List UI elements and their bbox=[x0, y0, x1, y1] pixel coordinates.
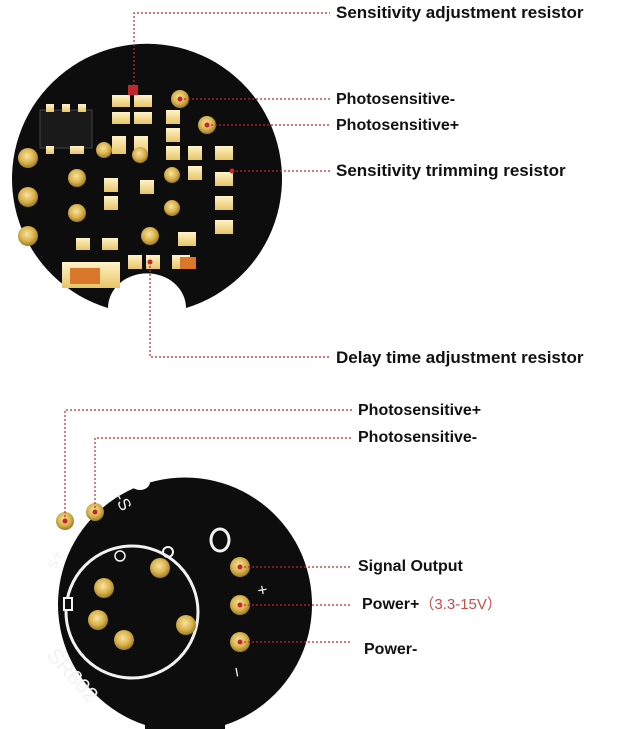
pir-pad-5 bbox=[176, 615, 196, 635]
label-delay-time-adjustment-resistor: Delay time adjustment resistor bbox=[336, 348, 584, 367]
silk-minus: − bbox=[226, 665, 248, 679]
top-pad-left-1 bbox=[18, 148, 38, 168]
leader-bottom-photosensitive-minus bbox=[94, 437, 352, 512]
bottom-leader-lines bbox=[64, 409, 352, 643]
smd-resistor-grid bbox=[76, 85, 233, 269]
label-bottom-photosensitive-minus: Photosensitive- bbox=[358, 429, 478, 446]
label-top-photosensitive-minus: Photosensitive- bbox=[336, 91, 456, 108]
label-power-plus: Power+（3.3-15V） bbox=[362, 597, 502, 613]
label-power-plus-text: Power+ bbox=[362, 596, 420, 613]
label-top-photosensitive-plus: Photosensitive+ bbox=[336, 117, 460, 134]
bottom-pcb-board: s+ -S + − SR602 bbox=[42, 474, 313, 729]
ic-chip bbox=[39, 104, 93, 154]
label-sensitivity-trimming-resistor: Sensitivity trimming resistor bbox=[336, 161, 566, 180]
pir-pad-3 bbox=[88, 610, 108, 630]
pir-pad-2 bbox=[94, 578, 114, 598]
top-pcb-board bbox=[12, 43, 282, 308]
label-power-plus-voltage: （3.3-15V） bbox=[419, 596, 502, 613]
silk-plus: + bbox=[252, 583, 272, 596]
label-power-minus: Power- bbox=[364, 641, 418, 658]
pir-pad-1 bbox=[150, 558, 170, 578]
label-bottom-photosensitive-plus: Photosensitive+ bbox=[358, 402, 482, 419]
label-sensitivity-adjustment-resistor: Sensitivity adjustment resistor bbox=[336, 3, 584, 22]
leader-sensitivity-adjustment bbox=[133, 12, 330, 90]
top-pad-left-3 bbox=[18, 226, 38, 246]
pir-sensor-ring bbox=[64, 544, 200, 680]
orange-capacitor bbox=[62, 262, 120, 288]
label-signal-output: Signal Output bbox=[358, 558, 463, 575]
top-pad-left-2 bbox=[18, 187, 38, 207]
bottom-pcb-outline bbox=[58, 477, 313, 729]
silk-s-minus: -S bbox=[110, 490, 135, 514]
pir-pad-4 bbox=[114, 630, 134, 650]
top-leader-lines bbox=[133, 12, 330, 358]
leader-bottom-photosensitive-plus bbox=[64, 409, 352, 521]
